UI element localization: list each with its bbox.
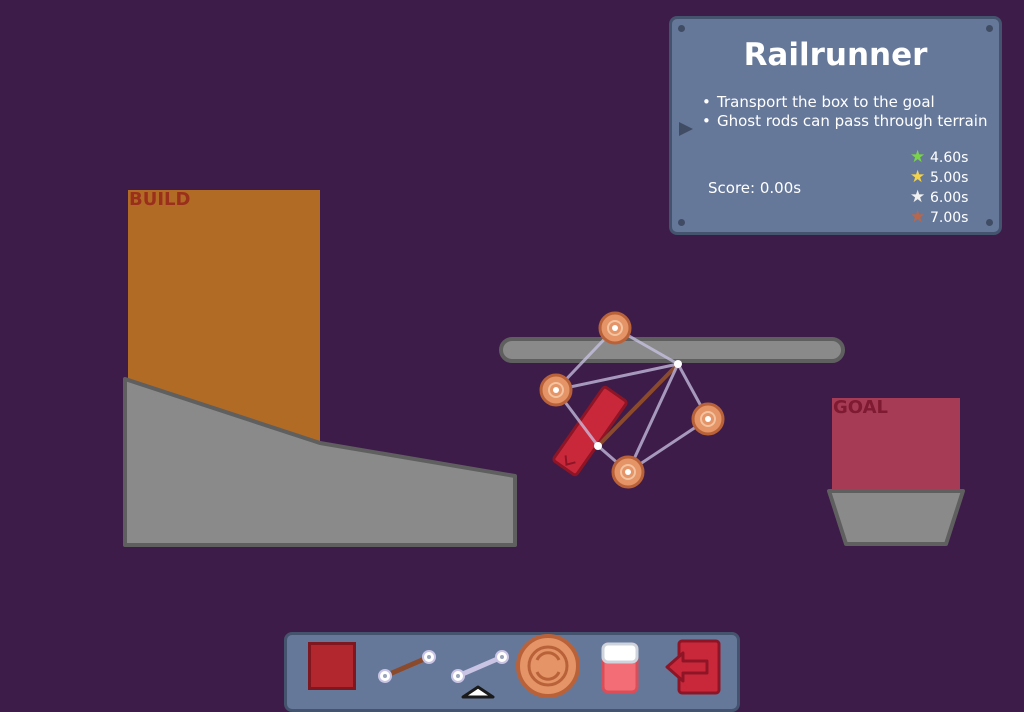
star-threshold: ★4.60s: [910, 147, 968, 167]
rivet: [986, 25, 993, 32]
wheel[interactable]: [539, 373, 573, 407]
star-threshold: ★6.00s: [910, 187, 968, 207]
rod-tool-button[interactable]: [372, 648, 436, 686]
box-tool-button[interactable]: [308, 642, 356, 690]
exit-icon[interactable]: [663, 638, 723, 696]
wheel[interactable]: [691, 402, 725, 436]
wheel-tool-button[interactable]: [515, 633, 581, 699]
goal-zone: [832, 398, 960, 495]
star-thresholds: ★4.60s ★5.00s ★6.00s ★7.00s: [910, 147, 968, 227]
wheel[interactable]: [598, 311, 632, 345]
star-time: 6.00s: [930, 190, 969, 206]
silver-star-icon: ★: [910, 187, 926, 207]
rod[interactable]: [596, 362, 680, 448]
rail-terrain: [499, 337, 845, 363]
level-title: Railrunner: [743, 37, 928, 73]
box[interactable]: [552, 385, 628, 477]
ramp-terrain: [123, 377, 517, 547]
collapse-arrow-icon[interactable]: [679, 122, 693, 136]
eraser-tool-button[interactable]: [600, 641, 640, 695]
wheel[interactable]: [611, 455, 645, 489]
green-star-icon: ★: [910, 147, 926, 167]
joint[interactable]: [594, 442, 602, 450]
objective-list: Transport the box to the goal Ghost rods…: [702, 93, 987, 131]
score-value: 0.00s: [759, 179, 802, 197]
star-time: 5.00s: [930, 170, 969, 186]
selected-tool-indicator-icon: [461, 685, 495, 699]
ghost-rod-tool-button[interactable]: [445, 648, 509, 686]
rivet: [678, 219, 685, 226]
star-threshold: ★5.00s: [910, 167, 968, 187]
star-time: 4.60s: [930, 150, 969, 166]
gold-star-icon: ★: [910, 167, 926, 187]
objective-item: Transport the box to the goal: [702, 93, 987, 112]
star-time: 7.00s: [930, 210, 969, 226]
bronze-star-icon: ★: [910, 207, 926, 227]
goal-cup-terrain: [827, 489, 965, 546]
objective-item: Ghost rods can pass through terrain: [702, 112, 987, 131]
build-zone-label: BUILD: [129, 189, 191, 210]
tool-toolbar: [284, 632, 740, 712]
score-display: Score: 0.00s: [708, 179, 801, 197]
star-threshold: ★7.00s: [910, 207, 968, 227]
goal-zone-label: GOAL: [833, 397, 888, 418]
score-label: Score:: [708, 179, 756, 197]
joint[interactable]: [674, 360, 682, 368]
rivet: [678, 25, 685, 32]
level-info-panel: Railrunner Transport the box to the goal…: [669, 16, 1002, 235]
rivet: [986, 219, 993, 226]
